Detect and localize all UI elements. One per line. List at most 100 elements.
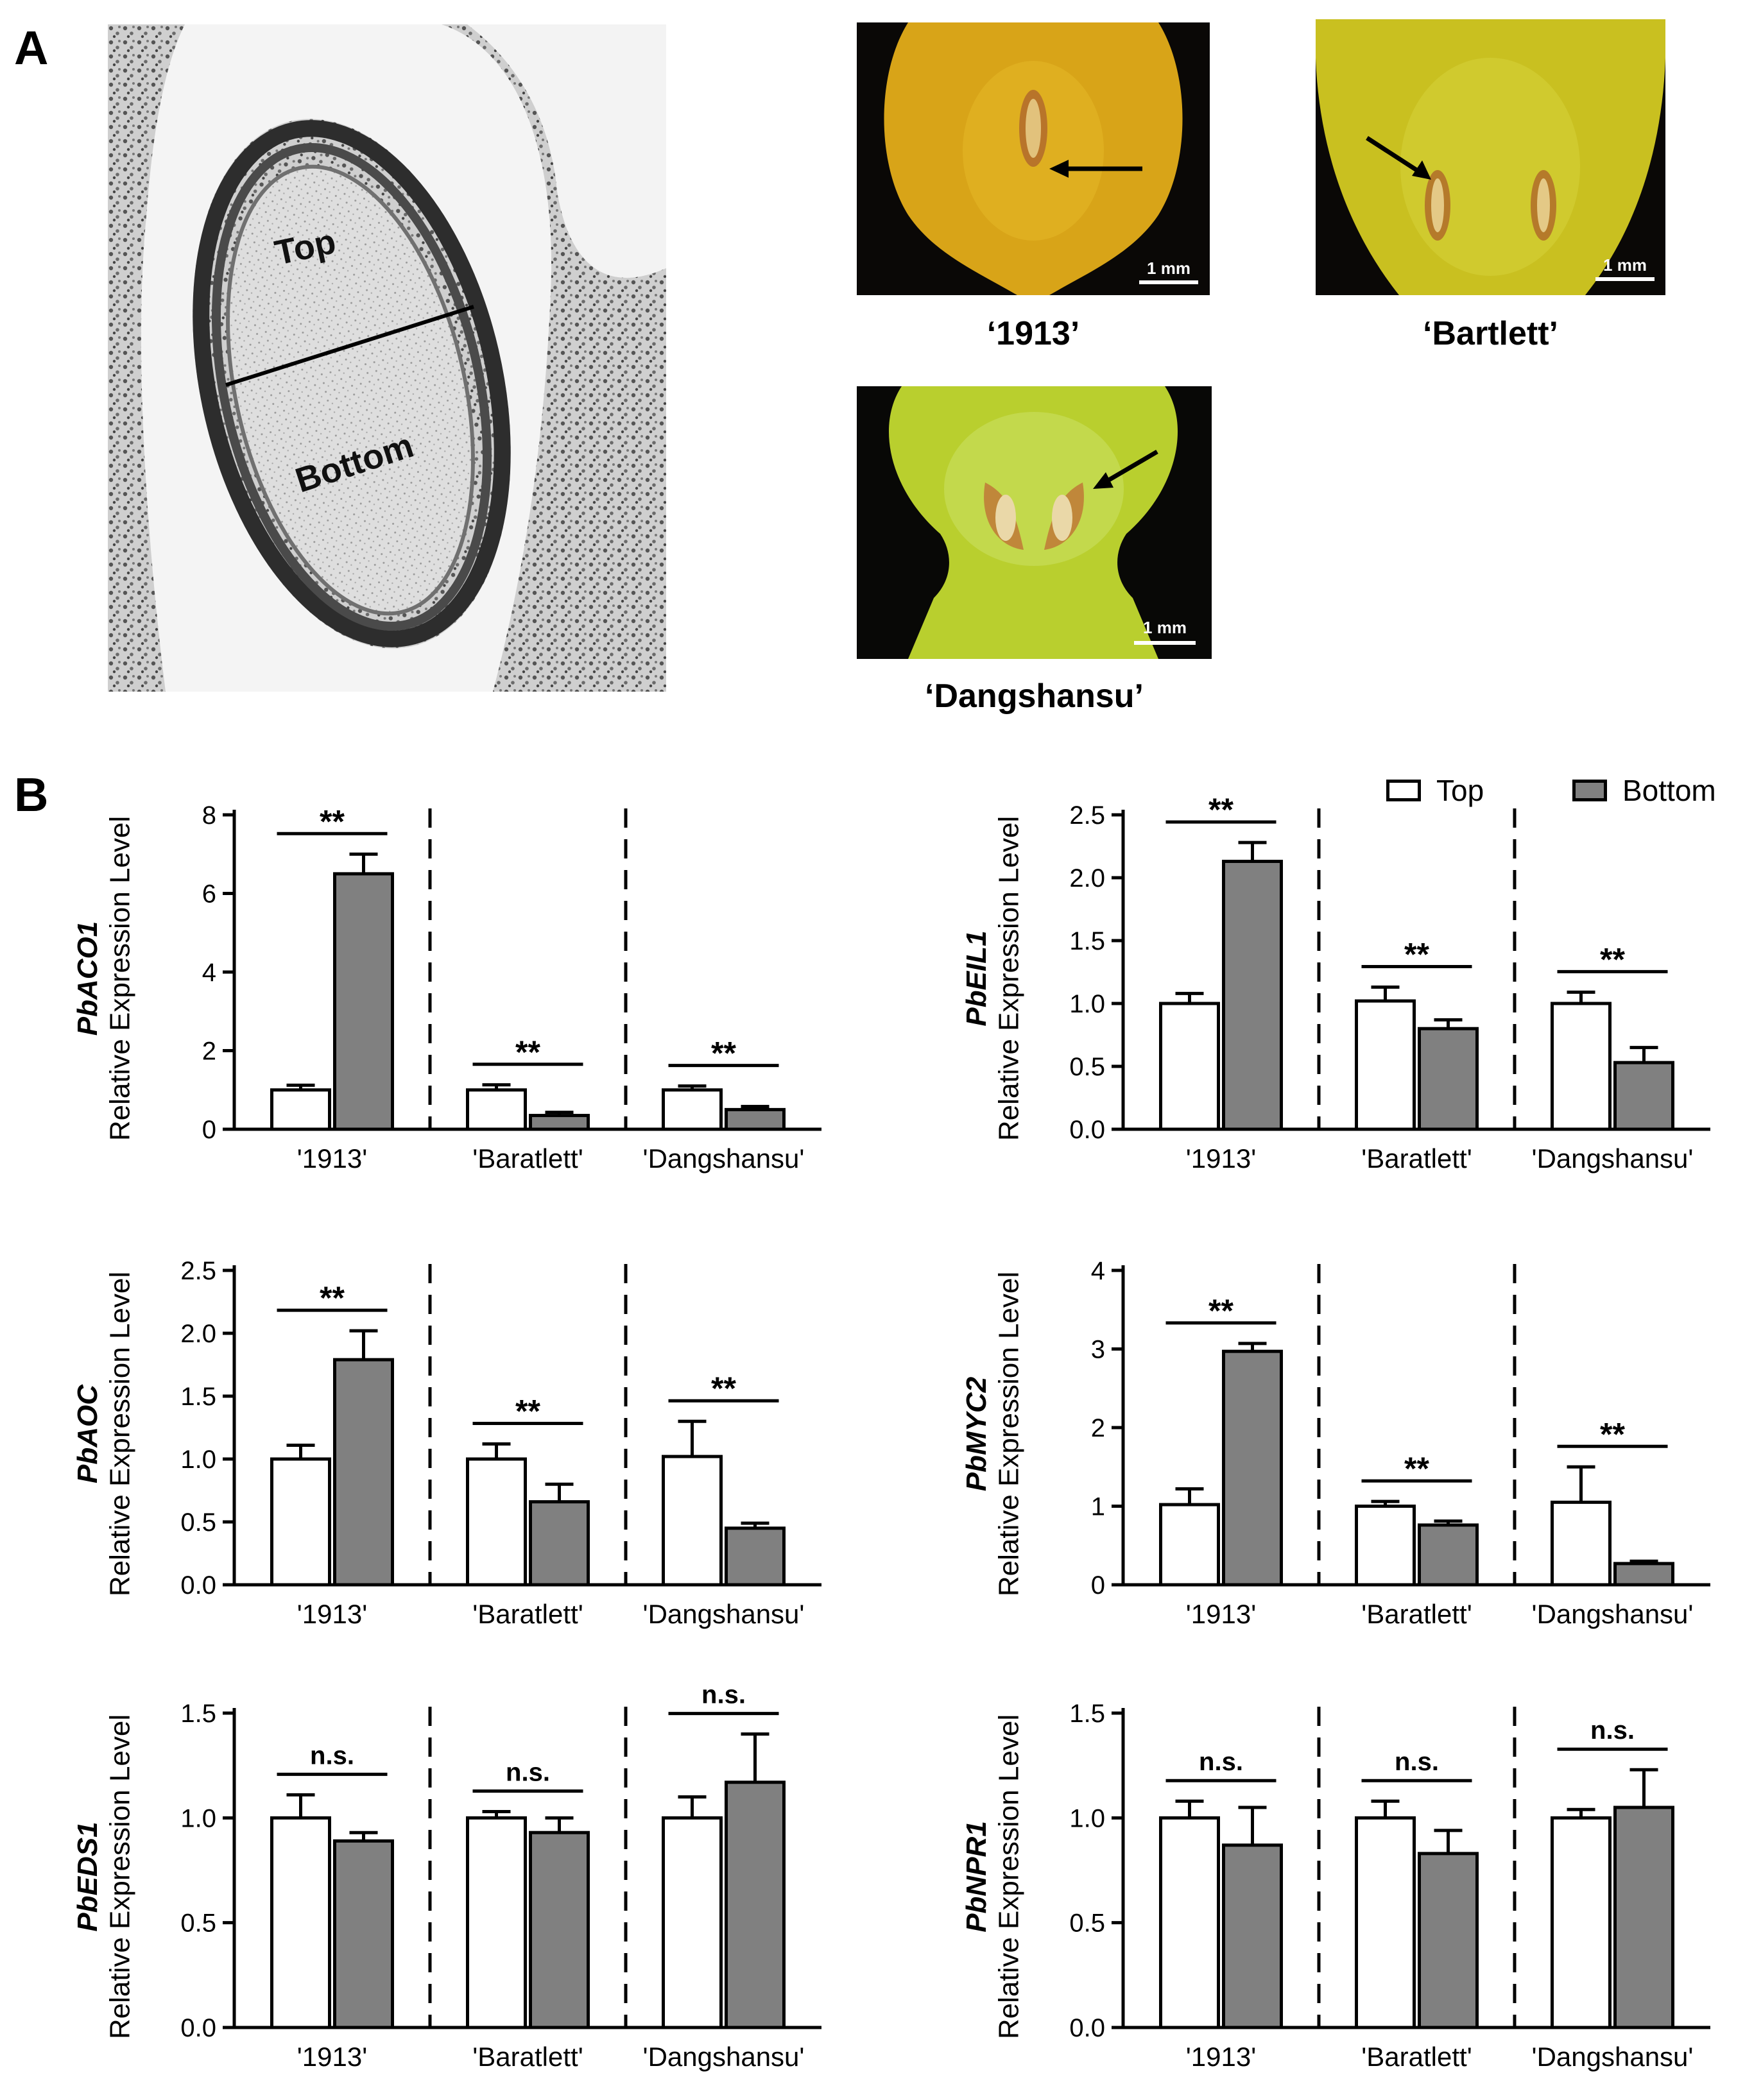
bar-bottom bbox=[1222, 1349, 1283, 1587]
y-axis-label: PbNPR1Relative Expression Level bbox=[961, 1714, 1025, 2039]
y-tick-label: 1.5 bbox=[1069, 1700, 1105, 1728]
legend-item-bottom: Bottom bbox=[1572, 773, 1716, 808]
y-tick-label: 8 bbox=[202, 801, 216, 830]
significance-label: ** bbox=[1208, 792, 1234, 828]
x-category-label: 'Dangshansu' bbox=[1532, 1599, 1694, 1629]
significance-label: ** bbox=[1600, 941, 1625, 977]
y-tick-label: 6 bbox=[202, 880, 216, 909]
significance-label: n.s. bbox=[310, 1741, 354, 1770]
y-tick-label: 0.0 bbox=[180, 2014, 216, 2042]
y-tick-label: 1.0 bbox=[180, 1446, 216, 1474]
bar-bottom bbox=[1613, 1805, 1674, 2029]
bar-top bbox=[270, 1816, 331, 2029]
x-category-label: 'Baratlett' bbox=[1361, 2042, 1472, 2072]
y-axis-title: Relative Expression Level bbox=[104, 1714, 135, 2039]
bar-top bbox=[270, 1457, 331, 1587]
legend-swatch-top bbox=[1386, 780, 1421, 801]
significance-label: ** bbox=[1208, 1293, 1234, 1329]
significance-label: ** bbox=[1600, 1416, 1625, 1452]
histology-micrograph: Top Bottom bbox=[108, 24, 666, 692]
fruit-photo-dangshansu: 1 mm bbox=[857, 386, 1212, 659]
y-axis-title: Relative Expression Level bbox=[993, 816, 1024, 1141]
y-axis-title: Relative Expression Level bbox=[104, 816, 135, 1141]
scale-bar-label: 1 mm bbox=[1147, 259, 1191, 278]
bar-top bbox=[1551, 1500, 1612, 1587]
panel-label-a: A bbox=[14, 21, 49, 74]
y-tick-label: 3 bbox=[1091, 1336, 1105, 1364]
bar-top bbox=[466, 1457, 527, 1587]
bar-top bbox=[270, 1088, 331, 1131]
significance-label: ** bbox=[1404, 937, 1429, 973]
gene-name-label: PbMYC2 bbox=[961, 1376, 992, 1491]
gene-name-label: PbAOC bbox=[72, 1384, 103, 1483]
bar-bottom bbox=[529, 1831, 590, 2029]
y-axis-title: Relative Expression Level bbox=[993, 1272, 1024, 1596]
y-tick-label: 0.5 bbox=[180, 1508, 216, 1537]
x-category-label: '1913' bbox=[1186, 1599, 1256, 1629]
y-tick-label: 1.5 bbox=[180, 1700, 216, 1728]
gene-name-label: PbEIL1 bbox=[961, 930, 992, 1026]
bar-bottom bbox=[1418, 1852, 1479, 2029]
bar-bottom bbox=[529, 1114, 590, 1131]
chart-pbnpr1: PbNPR1Relative Expression Level 0.0 0.5 1.0… bbox=[961, 1700, 1710, 2072]
bar-top bbox=[1551, 1002, 1612, 1131]
gene-name-label: PbEDS1 bbox=[72, 1822, 103, 1931]
x-category-label: '1913' bbox=[297, 1599, 367, 1629]
y-tick-label: 1.0 bbox=[180, 1804, 216, 1832]
x-category-label: 'Baratlett' bbox=[1361, 1599, 1472, 1629]
x-category-label: 'Baratlett' bbox=[1361, 1143, 1472, 1174]
y-tick-label: 0.0 bbox=[1069, 1116, 1105, 1144]
bar-top bbox=[1355, 1816, 1416, 2029]
significance-label: n.s. bbox=[506, 1759, 550, 1787]
y-axis-label: PbACO1Relative Expression Level bbox=[72, 816, 136, 1141]
legend-label-bottom: Bottom bbox=[1622, 774, 1716, 807]
bar-bottom bbox=[529, 1500, 590, 1587]
significance-label: ** bbox=[320, 803, 345, 839]
x-category-label: '1913' bbox=[1186, 2042, 1256, 2072]
bar-top bbox=[466, 1816, 527, 2029]
x-category-label: '1913' bbox=[297, 2042, 367, 2072]
bar-top bbox=[1159, 1503, 1220, 1587]
y-tick-label: 2.5 bbox=[180, 1257, 216, 1285]
y-axis-label: PbAOCRelative Expression Level bbox=[72, 1272, 136, 1596]
y-tick-label: 2.0 bbox=[180, 1320, 216, 1348]
section-divider-line bbox=[225, 305, 474, 387]
x-category-label: 'Dangshansu' bbox=[643, 1143, 805, 1174]
significance-label: n.s. bbox=[1199, 1748, 1243, 1776]
significance-label: ** bbox=[320, 1280, 345, 1316]
y-tick-label: 1.0 bbox=[1069, 990, 1105, 1018]
y-tick-label: 0.5 bbox=[1069, 1053, 1105, 1081]
bar-bottom bbox=[1418, 1027, 1479, 1131]
x-category-label: 'Baratlett' bbox=[472, 1143, 583, 1174]
y-tick-label: 1.0 bbox=[1069, 1804, 1105, 1832]
y-tick-label: 2 bbox=[202, 1037, 216, 1066]
y-axis-label: PbEIL1Relative Expression Level bbox=[961, 816, 1025, 1141]
y-tick-label: 0.5 bbox=[180, 1909, 216, 1938]
y-tick-label: 0 bbox=[202, 1116, 216, 1144]
significance-label: ** bbox=[711, 1036, 736, 1071]
y-tick-label: 0.0 bbox=[1069, 2014, 1105, 2042]
y-tick-label: 0.5 bbox=[1069, 1909, 1105, 1938]
bar-top bbox=[662, 1088, 723, 1131]
significance-label: n.s. bbox=[1590, 1716, 1635, 1745]
photo-caption-bartlett: ‘Bartlett’ bbox=[1423, 315, 1558, 352]
photo-caption-dangshansu: ‘Dangshansu’ bbox=[925, 678, 1144, 715]
scale-bar-label: 1 mm bbox=[1143, 618, 1187, 637]
bar-bottom bbox=[333, 1839, 394, 2029]
bar-bottom bbox=[725, 1107, 786, 1131]
bar-top bbox=[1159, 1002, 1220, 1131]
x-category-label: 'Dangshansu' bbox=[643, 1599, 805, 1629]
legend-swatch-bottom bbox=[1572, 780, 1607, 801]
bar-top bbox=[662, 1816, 723, 2029]
y-tick-label: 2.5 bbox=[1069, 801, 1105, 830]
significance-label: ** bbox=[711, 1370, 736, 1406]
significance-label: ** bbox=[1404, 1451, 1429, 1487]
y-tick-label: 1.5 bbox=[180, 1383, 216, 1411]
legend-label-top: Top bbox=[1436, 774, 1484, 807]
y-tick-label: 4 bbox=[1091, 1257, 1105, 1285]
bar-bottom bbox=[1222, 1843, 1283, 2029]
x-category-label: 'Dangshansu' bbox=[1532, 1143, 1694, 1174]
